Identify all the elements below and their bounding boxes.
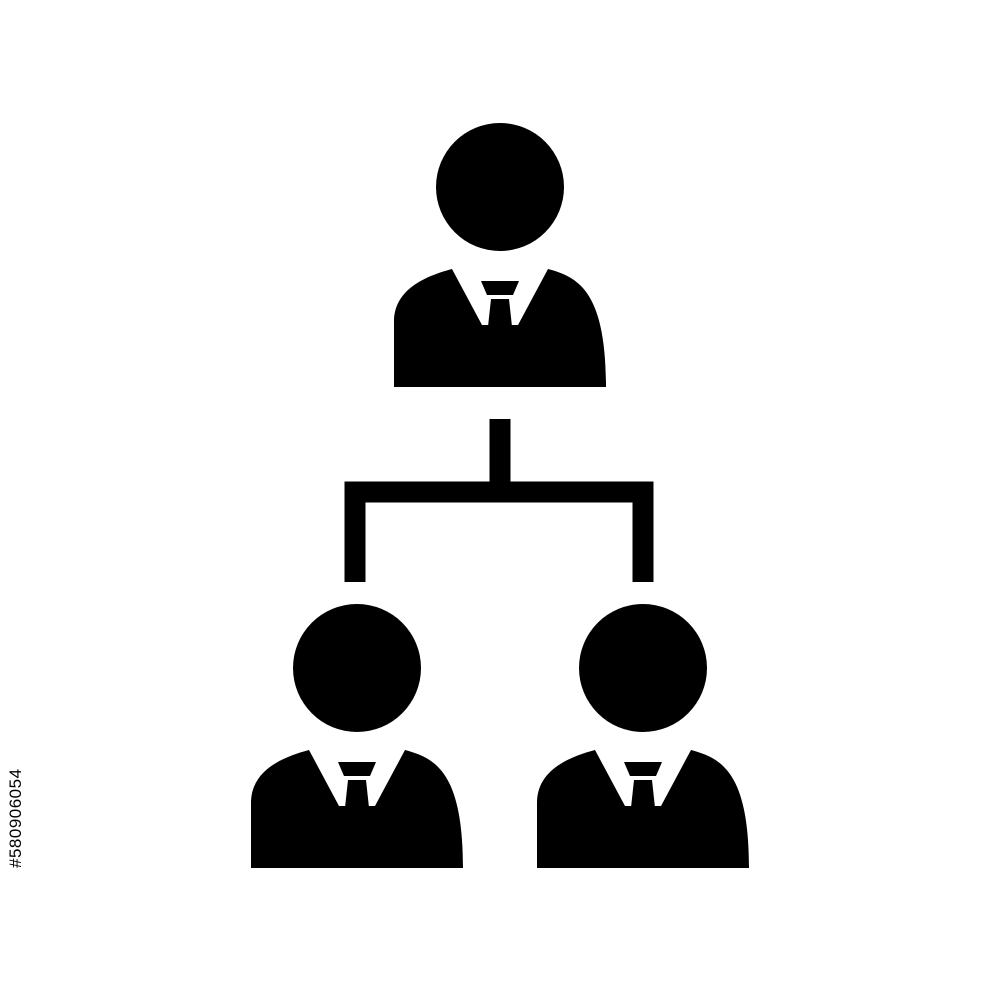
stock-id-label: #580906054 — [6, 768, 25, 868]
person-icon-top — [394, 123, 606, 387]
person-icon-bottom-left — [251, 604, 463, 868]
connector-lines — [344, 419, 654, 582]
person-icon-bottom-right — [537, 604, 749, 868]
